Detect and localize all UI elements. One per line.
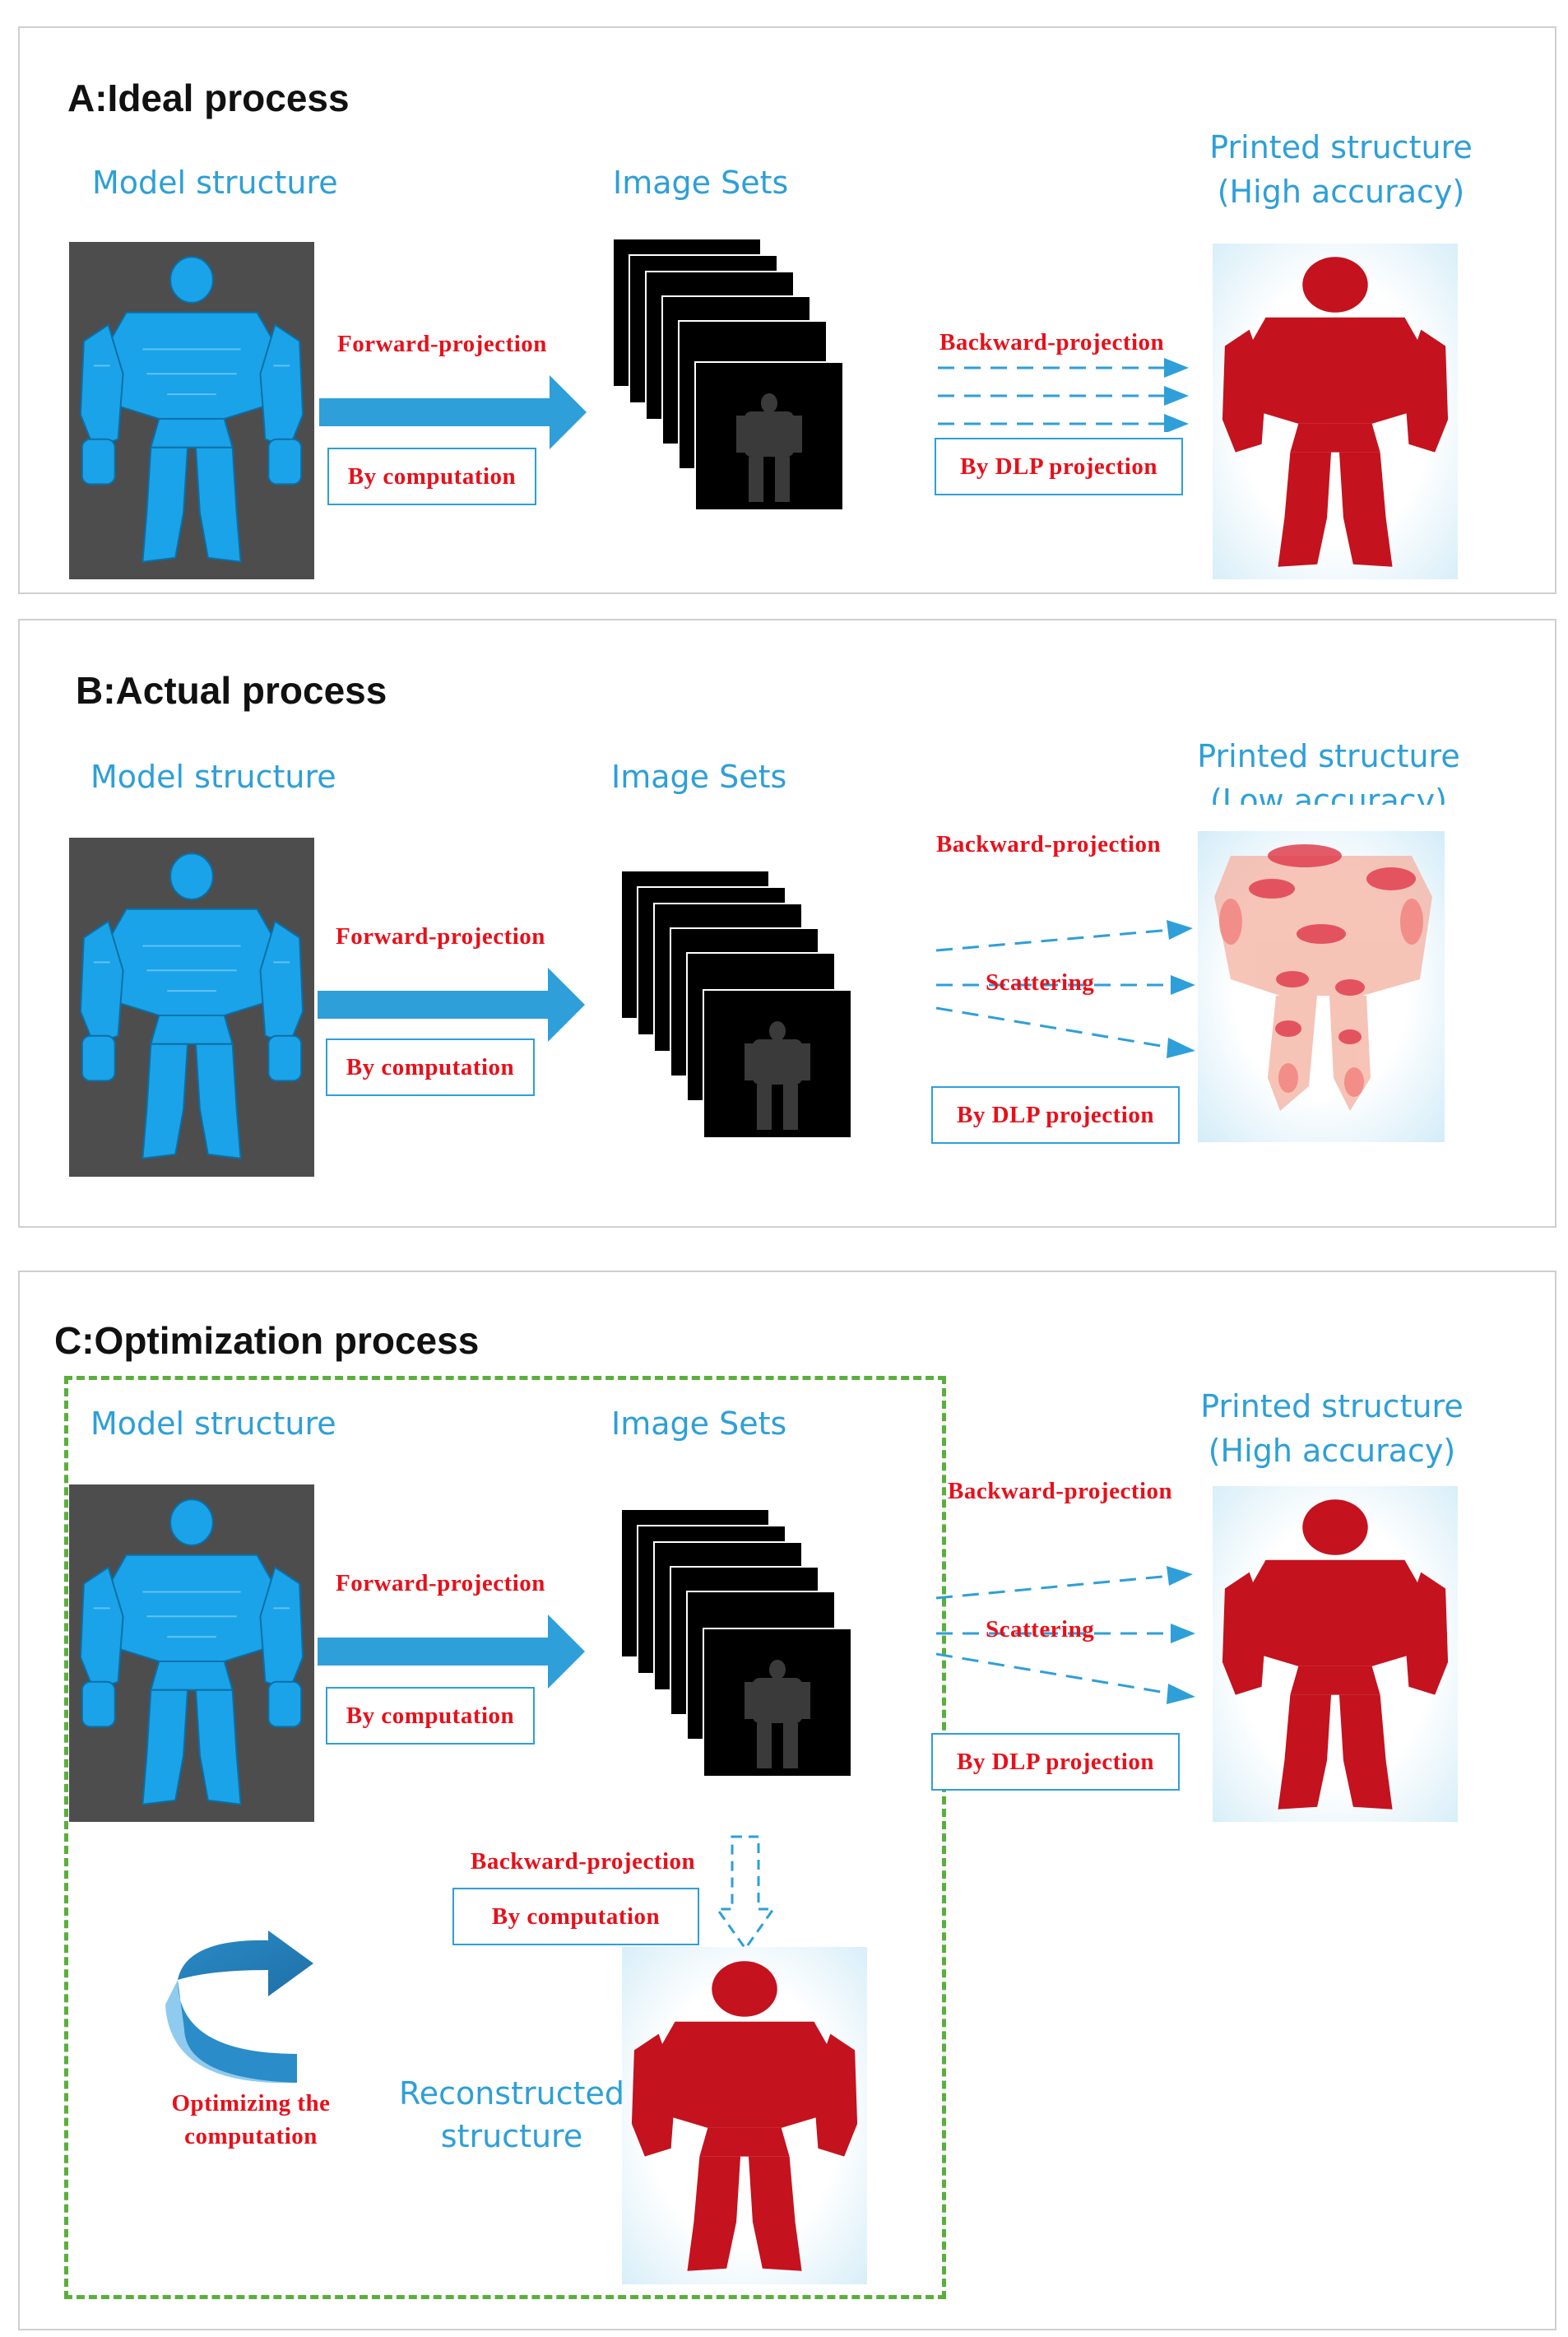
printed-structure-label-c: Printed structure (High accuracy) <box>1171 1384 1492 1473</box>
model-structure-label-b: Model structure <box>90 759 336 795</box>
printed-structure-line-2: (High accuracy) <box>1217 174 1465 210</box>
reconstructed-robot-icon <box>631 1961 858 2271</box>
reconstructed-line-2: structure <box>440 2118 583 2154</box>
reconstructed-structure-image <box>622 1947 867 2284</box>
forward-projection-arrow-b <box>318 968 585 1042</box>
model-structure-image-b <box>69 838 314 1177</box>
printed-structure-image-a <box>1213 244 1458 579</box>
optimizing-loop-arrow-icon <box>165 1930 313 2084</box>
printed-structure-line-2: (High accuracy) <box>1208 1433 1456 1469</box>
optimizing-line-1: Optimizing the <box>171 2090 331 2116</box>
printed-structure-line-2: (Low accuracy) <box>1209 783 1447 805</box>
image-sets-stack-b <box>621 871 852 1139</box>
inner-by-computation-box: By computation <box>452 1888 699 1945</box>
robot-model-icon <box>79 256 304 563</box>
image-sets-stack-a <box>613 239 844 511</box>
inner-backward-projection-label: Backward-projection <box>471 1848 696 1875</box>
model-structure-image-a <box>69 242 314 579</box>
inner-backward-projection-arrow <box>715 1835 776 1951</box>
by-computation-box-b: By computation <box>326 1038 535 1096</box>
model-structure-label-a: Model structure <box>92 165 338 201</box>
printed-robot-high-icon <box>1222 257 1449 567</box>
robot-model-icon <box>79 853 304 1159</box>
by-computation-box-c: By computation <box>326 1687 535 1745</box>
backward-projection-label-b: Backward-projection <box>936 831 1162 857</box>
reconstructed-structure-label: Reconstructed structure <box>388 2072 635 2158</box>
model-structure-label-c: Model structure <box>90 1405 336 1442</box>
backward-projection-label-c: Backward-projection <box>948 1478 1173 1504</box>
panel-b-title: B:Actual process <box>76 669 387 712</box>
forward-projection-label-c: Forward-projection <box>336 1570 545 1596</box>
printed-structure-line-1: Printed structure <box>1200 1388 1464 1424</box>
printed-structure-label-b: Printed structure (Low accuracy) <box>1168 734 1489 805</box>
panel-a-title: A:Ideal process <box>67 77 350 119</box>
backward-projection-arrows-a <box>938 358 1189 432</box>
image-sets-label-c: Image Sets <box>611 1405 787 1442</box>
by-dlp-projection-box-a: By DLP projection <box>935 438 1183 495</box>
printed-structure-line-1: Printed structure <box>1197 738 1460 774</box>
printed-robot-low-icon <box>1214 844 1432 1111</box>
printed-structure-image-b <box>1198 831 1445 1142</box>
optimizing-line-2: computation <box>184 2123 318 2149</box>
backward-projection-label-a: Backward-projection <box>939 329 1165 355</box>
forward-projection-arrow-a <box>319 375 587 449</box>
image-sets-label-a: Image Sets <box>613 165 789 201</box>
printed-structure-label-a: Printed structure (High accuracy) <box>1185 125 1497 214</box>
scattered-projection-arrows-b <box>936 920 1195 1058</box>
reconstructed-line-1: Reconstructed <box>399 2075 624 2112</box>
panel-c-title: C:Optimization process <box>54 1319 480 1362</box>
printed-structure-image-c <box>1213 1486 1458 1822</box>
forward-projection-label-b: Forward-projection <box>336 923 545 950</box>
by-dlp-projection-box-c: By DLP projection <box>931 1733 1180 1791</box>
scattered-projection-arrows-c <box>936 1566 1195 1704</box>
image-sets-label-b: Image Sets <box>611 759 787 795</box>
forward-projection-arrow-c <box>318 1615 585 1689</box>
optimizing-computation-label: Optimizing the computation <box>132 2087 370 2153</box>
by-dlp-projection-box-b: By DLP projection <box>931 1086 1180 1144</box>
scattering-label-c: Scattering <box>986 1616 1095 1642</box>
by-computation-box-a: By computation <box>327 448 536 505</box>
image-sets-stack-c <box>621 1509 852 1777</box>
robot-model-icon <box>79 1498 304 1805</box>
scattering-label-b: Scattering <box>986 969 1095 996</box>
printed-robot-high-icon <box>1222 1499 1449 1810</box>
printed-structure-line-1: Printed structure <box>1209 129 1473 165</box>
model-structure-image-c <box>69 1484 314 1822</box>
forward-projection-label-a: Forward-projection <box>337 331 547 357</box>
optimization-loop-boundary <box>64 1376 946 2299</box>
